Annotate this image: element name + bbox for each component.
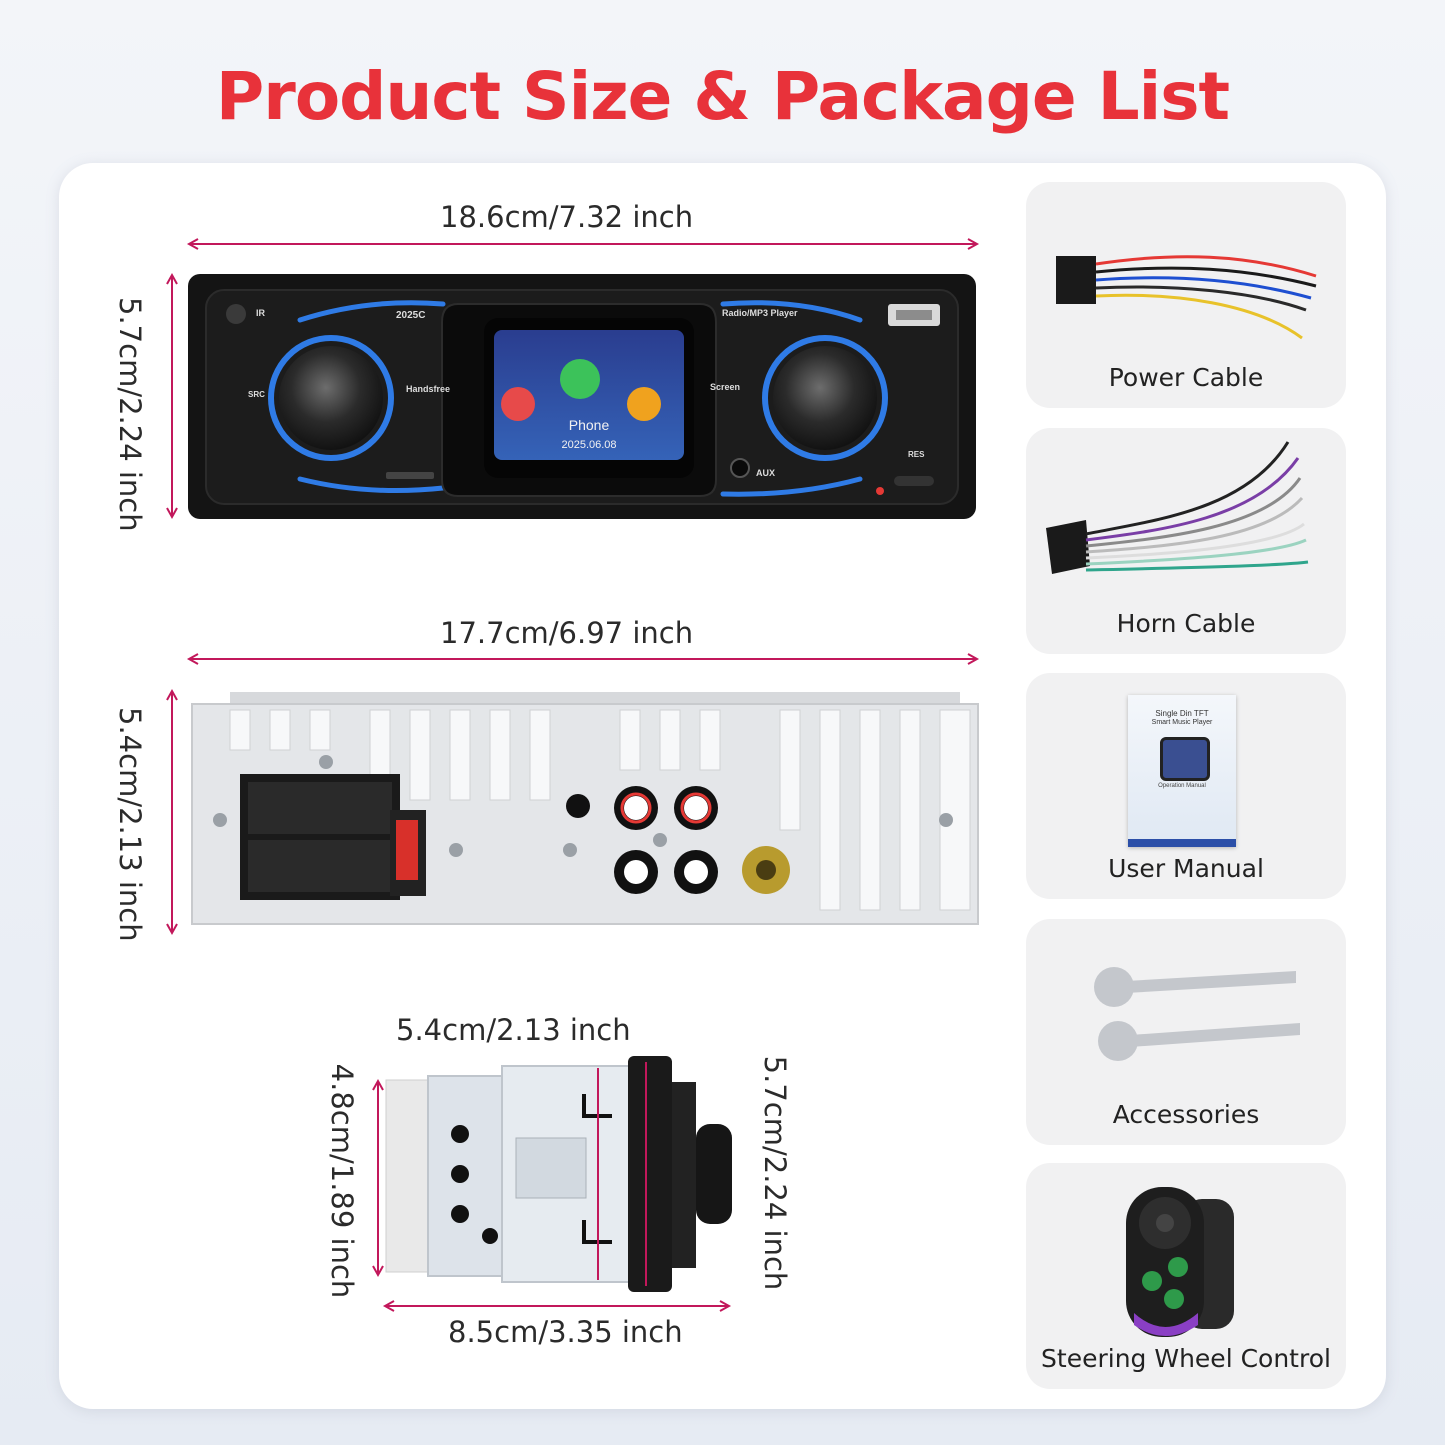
package-item-label: Power Cable — [1108, 363, 1264, 392]
manual-cover-footer: Operation Manual — [1158, 783, 1206, 789]
manual-cover-stripe — [1128, 839, 1236, 847]
manual-cover-screen — [1160, 737, 1210, 781]
manual-cover-title: Single Din TFT — [1155, 709, 1209, 718]
page-title: Product Size & Package List — [215, 58, 1230, 135]
package-item-accessories: Accessories — [1026, 919, 1346, 1145]
radio-back-panel — [191, 692, 979, 925]
radio-side-view — [385, 1056, 732, 1292]
side-depth-label: 5.4cm/2.13 inch — [396, 1013, 631, 1047]
back-height-arrow — [166, 688, 178, 936]
power-cable-icon — [1056, 255, 1317, 340]
side-inner-height-label: 4.8cm/1.89 inch — [325, 1063, 359, 1299]
front-height-arrow — [166, 272, 178, 520]
back-width-label: 17.7cm/6.97 inch — [440, 616, 694, 650]
package-item-label: Horn Cable — [1116, 609, 1256, 638]
front-height-label: 5.7cm/2.24 inch — [113, 297, 147, 532]
handsfree-button[interactable]: Handsfree — [406, 384, 451, 394]
horn-cable-icon — [1046, 441, 1309, 574]
front-width-arrow — [186, 238, 980, 250]
screen-app-label: Phone — [568, 417, 610, 433]
radio-player-label: Radio/MP3 Player — [722, 308, 798, 318]
ir-label: IR — [256, 308, 265, 318]
back-height-label: 5.4cm/2.13 inch — [113, 707, 147, 942]
aux-label: AUX — [756, 468, 776, 478]
side-outer-height-label: 5.7cm/2.24 inch — [758, 1055, 792, 1291]
model-label: 2025C — [396, 310, 426, 321]
steering-remote-icon — [1126, 1187, 1234, 1337]
screen-button[interactable]: Screen — [710, 382, 741, 392]
package-item-power-cable: Power Cable — [1026, 182, 1346, 408]
removal-keys-icon — [1094, 967, 1300, 1061]
src-button[interactable]: SRC — [248, 390, 265, 399]
side-total-depth-arrow — [382, 1300, 732, 1312]
side-inner-height-arrow — [372, 1078, 384, 1278]
manual-cover-subtitle: Smart Music Player — [1151, 719, 1213, 726]
back-width-arrow — [186, 653, 980, 665]
package-item-label: User Manual — [1108, 854, 1264, 883]
package-item-steering-wheel-control: Steering Wheel Control — [1026, 1163, 1346, 1389]
res-button[interactable]: RES — [908, 450, 925, 459]
side-total-depth-label: 8.5cm/3.35 inch — [448, 1315, 683, 1349]
radio-front-panel: IR 2025C Radio/MP3 Player SRC Handsfree … — [188, 274, 976, 519]
package-item-label: Steering Wheel Control — [1041, 1344, 1331, 1373]
package-item-user-manual: Single Din TFT Smart Music Player Operat… — [1026, 673, 1346, 899]
manual-cover: Single Din TFT Smart Music Player Operat… — [1128, 695, 1236, 847]
package-item-label: Accessories — [1112, 1100, 1260, 1129]
screen-date-label: 2025.06.08 — [561, 439, 617, 451]
front-width-label: 18.6cm/7.32 inch — [440, 200, 694, 234]
package-item-horn-cable: Horn Cable — [1026, 428, 1346, 654]
